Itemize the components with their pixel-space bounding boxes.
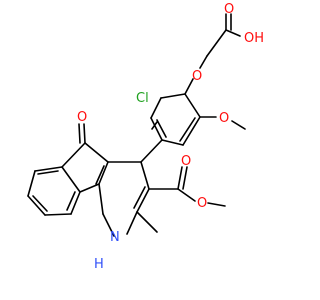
bond <box>27 195 46 216</box>
bond <box>34 166 63 172</box>
atom-label-n: N <box>110 230 120 245</box>
atom-label-oh: OH <box>244 31 264 46</box>
bond <box>98 161 109 185</box>
bond <box>140 161 150 190</box>
bond <box>136 211 158 233</box>
bond <box>184 93 201 118</box>
bond <box>32 195 48 212</box>
bond <box>27 170 36 197</box>
bond <box>133 186 146 209</box>
bond <box>140 139 163 163</box>
atom-label-h: H <box>94 257 104 272</box>
bond <box>184 78 194 95</box>
structure-canvas: OH O O Cl O O O O H N <box>27 2 264 272</box>
bond <box>126 211 138 235</box>
bond <box>83 123 86 144</box>
bond <box>150 97 162 119</box>
bond <box>102 213 115 237</box>
bond <box>70 191 81 215</box>
bond <box>84 142 109 163</box>
molecule-structure: OH O O Cl O O O O H N <box>27 2 264 272</box>
atom-labels: OH O O Cl O O O O H N <box>77 2 264 272</box>
bond <box>206 29 227 57</box>
bond <box>231 120 246 130</box>
atom-label-o: O <box>197 196 207 211</box>
bond <box>156 119 167 138</box>
bond <box>177 166 183 190</box>
bond <box>225 29 241 37</box>
bond <box>136 188 150 213</box>
bond <box>44 213 72 216</box>
bond <box>61 142 86 168</box>
bond <box>199 55 208 69</box>
bond <box>161 139 184 146</box>
atom-label-o: O <box>224 2 234 17</box>
bond <box>182 116 201 146</box>
atom-label-o: O <box>192 69 202 84</box>
bond <box>150 117 163 141</box>
bond <box>79 183 100 193</box>
bond <box>182 166 188 190</box>
bond <box>37 170 59 175</box>
atom-label-o: O <box>219 111 229 126</box>
bond <box>78 123 81 144</box>
bond <box>61 166 81 193</box>
bond <box>177 188 196 202</box>
bond <box>179 117 196 142</box>
atom-label-o: O <box>181 154 191 169</box>
bond <box>66 191 76 211</box>
bond <box>95 165 105 185</box>
atom-label-cl: Cl <box>136 91 149 106</box>
bond <box>160 93 186 99</box>
bond-lines <box>27 13 246 237</box>
bond <box>207 202 226 207</box>
atom-label-o: O <box>77 110 87 125</box>
bond <box>98 183 104 215</box>
